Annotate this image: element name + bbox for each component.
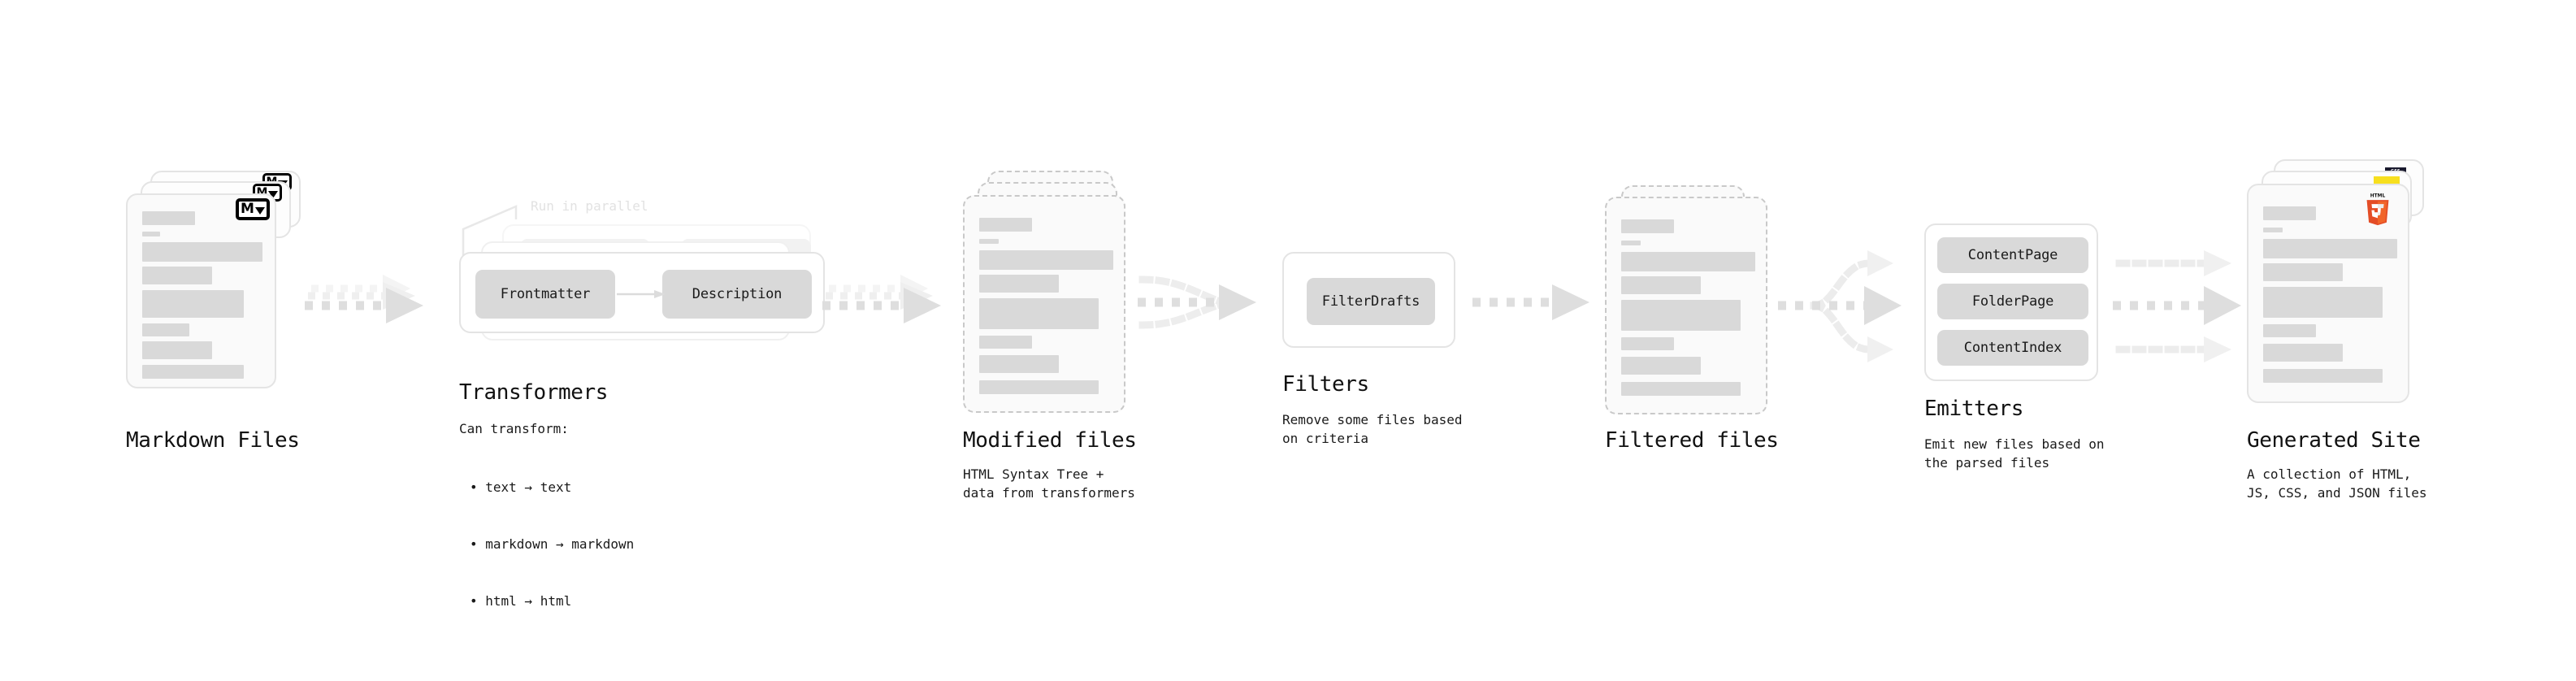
transformer-card-front[interactable]: Frontmatter Description xyxy=(459,252,825,333)
triple-dashed-arrow-icon xyxy=(305,275,423,323)
filtered-file-stack xyxy=(1605,185,1780,437)
modified-files-subtitle: HTML Syntax Tree + data from transformer… xyxy=(963,466,1135,501)
markdown-card-front xyxy=(126,193,276,388)
doc-bar xyxy=(979,380,1099,394)
stage-title-generated-site: Generated Site xyxy=(2247,428,2421,453)
doc-bar xyxy=(979,250,1113,270)
doc-bar xyxy=(1621,300,1741,331)
pill-contentindex[interactable]: ContentIndex xyxy=(1937,330,2088,366)
connector-filtered-to-emitters xyxy=(1778,236,1916,382)
doc-bar xyxy=(142,211,195,225)
emitters-card[interactable]: ContentPage FolderPage ContentIndex xyxy=(1924,223,2098,381)
doc-bar xyxy=(979,218,1032,232)
doc-bar xyxy=(2263,263,2343,281)
pill-filterdrafts[interactable]: FilterDrafts xyxy=(1307,278,1435,325)
doc-bar xyxy=(979,336,1032,349)
doc-bar xyxy=(1621,241,1641,245)
generated-site-stack: CSS HTML xyxy=(2247,159,2424,419)
doc-bar xyxy=(142,323,189,336)
filters-card[interactable]: FilterDrafts xyxy=(1282,252,1455,348)
single-dashed-arrow-icon xyxy=(1472,284,1589,320)
triple-dashed-arrow-icon xyxy=(822,275,941,323)
run-in-parallel-bracket-icon xyxy=(462,205,518,256)
transformers-bullets: • text → text • markdown → markdown • ht… xyxy=(470,440,634,648)
doc-bar xyxy=(1621,337,1674,350)
pill-arrow-icon xyxy=(617,290,666,298)
fan-out-dashed-arrow-icon xyxy=(2113,250,2241,362)
doc-bar xyxy=(979,275,1059,293)
svg-text:HTML: HTML xyxy=(2370,194,2386,199)
modified-card-front xyxy=(963,195,1125,413)
stage-title-filters: Filters xyxy=(1282,372,1369,397)
doc-bar xyxy=(2263,239,2397,258)
html5-icon: HTML xyxy=(2366,194,2389,226)
doc-bar xyxy=(142,341,212,359)
connector-transformers-to-modified xyxy=(822,268,969,341)
generated-site-subtitle: A collection of HTML, JS, CSS, and JSON … xyxy=(2247,466,2427,501)
connector-emitters-to-site xyxy=(2113,236,2267,382)
stage-filtered-files xyxy=(1605,185,1780,437)
doc-bar xyxy=(1621,276,1701,294)
markdown-file-stack: M M M xyxy=(126,171,301,423)
stage-title-modified-files: Modified files xyxy=(963,428,1137,453)
connector-filters-to-filtered xyxy=(1472,284,1602,333)
emitters-subtitle: Emit new files based on the parsed files xyxy=(1924,436,2105,471)
connector-modified-to-filters xyxy=(1138,260,1268,349)
stage-title-filtered-files: Filtered files xyxy=(1605,428,1779,453)
connector-md-to-transformers xyxy=(305,268,451,341)
fan-out-dashed-arrow-icon xyxy=(1778,250,1902,362)
pill-contentpage[interactable]: ContentPage xyxy=(1937,237,2088,273)
doc-bar xyxy=(142,290,244,318)
stage-title-emitters: Emitters xyxy=(1924,397,2024,421)
fan-in-dashed-arrow-icon xyxy=(1138,275,1256,329)
doc-bar xyxy=(2263,228,2283,232)
transformer-bullet: • markdown → markdown xyxy=(470,536,635,552)
transformers-subtitle-lead: Can transform: xyxy=(459,421,569,436)
pill-folderpage[interactable]: FolderPage xyxy=(1937,284,2088,319)
transformer-bullet: • text → text xyxy=(470,479,572,496)
doc-bar xyxy=(142,267,212,284)
markdown-arrow-glyph xyxy=(254,207,265,215)
doc-bar xyxy=(1621,252,1755,271)
doc-bar xyxy=(2263,344,2343,362)
filtered-card-front xyxy=(1605,197,1767,414)
doc-bar xyxy=(2263,324,2316,337)
doc-bar xyxy=(979,355,1059,373)
doc-bar xyxy=(979,298,1099,329)
doc-bar xyxy=(2263,287,2383,318)
doc-bar xyxy=(142,232,160,236)
doc-bar xyxy=(1621,382,1741,396)
markdown-arrow-glyph xyxy=(268,190,279,198)
transformer-bullet: • html → html xyxy=(470,592,572,609)
stage-markdown-files: M M M xyxy=(126,171,301,423)
doc-bar xyxy=(1621,219,1674,233)
run-in-parallel-label: Run in parallel xyxy=(531,198,648,214)
doc-bar xyxy=(142,365,244,379)
markdown-icon: M xyxy=(236,198,270,220)
doc-bar xyxy=(1621,357,1701,375)
doc-bar xyxy=(142,242,262,262)
doc-bar xyxy=(979,239,999,244)
doc-bar xyxy=(2263,206,2316,220)
doc-bar xyxy=(2263,369,2383,383)
pill-frontmatter[interactable]: Frontmatter xyxy=(475,270,615,319)
stage-modified-files xyxy=(963,171,1138,431)
modified-file-stack xyxy=(963,171,1138,431)
stage-title-markdown-files: Markdown Files xyxy=(126,428,300,453)
stage-title-transformers: Transformers xyxy=(459,380,609,405)
stage-generated-site: CSS HTML xyxy=(2247,159,2424,419)
pill-description[interactable]: Description xyxy=(662,270,812,319)
filters-subtitle: Remove some files based on criteria xyxy=(1282,412,1463,447)
